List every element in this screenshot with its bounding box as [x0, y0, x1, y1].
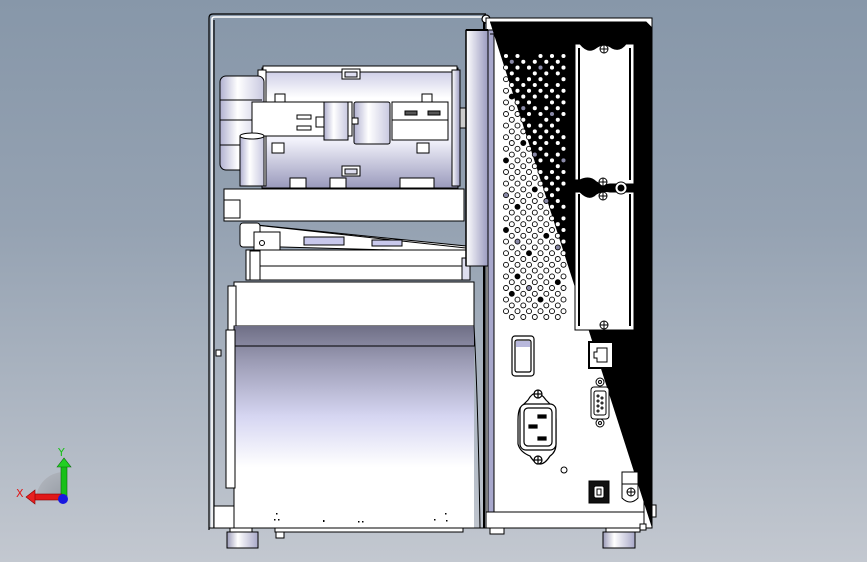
ethernet-port[interactable]	[588, 341, 614, 369]
y-axis-label: Y	[57, 446, 65, 459]
base-housing	[209, 281, 486, 539]
x-axis-label: X	[16, 487, 24, 500]
print-head-mechanism[interactable]	[223, 188, 471, 281]
front-foot	[226, 527, 259, 549]
power-switch[interactable]	[511, 335, 535, 377]
ribbon-spindle-assembly[interactable]	[219, 65, 469, 189]
rear-foot	[485, 511, 647, 549]
usb-port[interactable]	[588, 480, 610, 504]
coordinate-triad[interactable]: Y X	[16, 446, 72, 505]
ventilation-grille	[503, 53, 567, 320]
ground-bracket	[621, 471, 639, 503]
screw-hole	[560, 466, 568, 474]
power-inlet[interactable]	[517, 389, 557, 465]
cover-plate	[574, 43, 635, 331]
serial-port[interactable]	[590, 377, 610, 428]
screw-icon	[598, 44, 628, 330]
